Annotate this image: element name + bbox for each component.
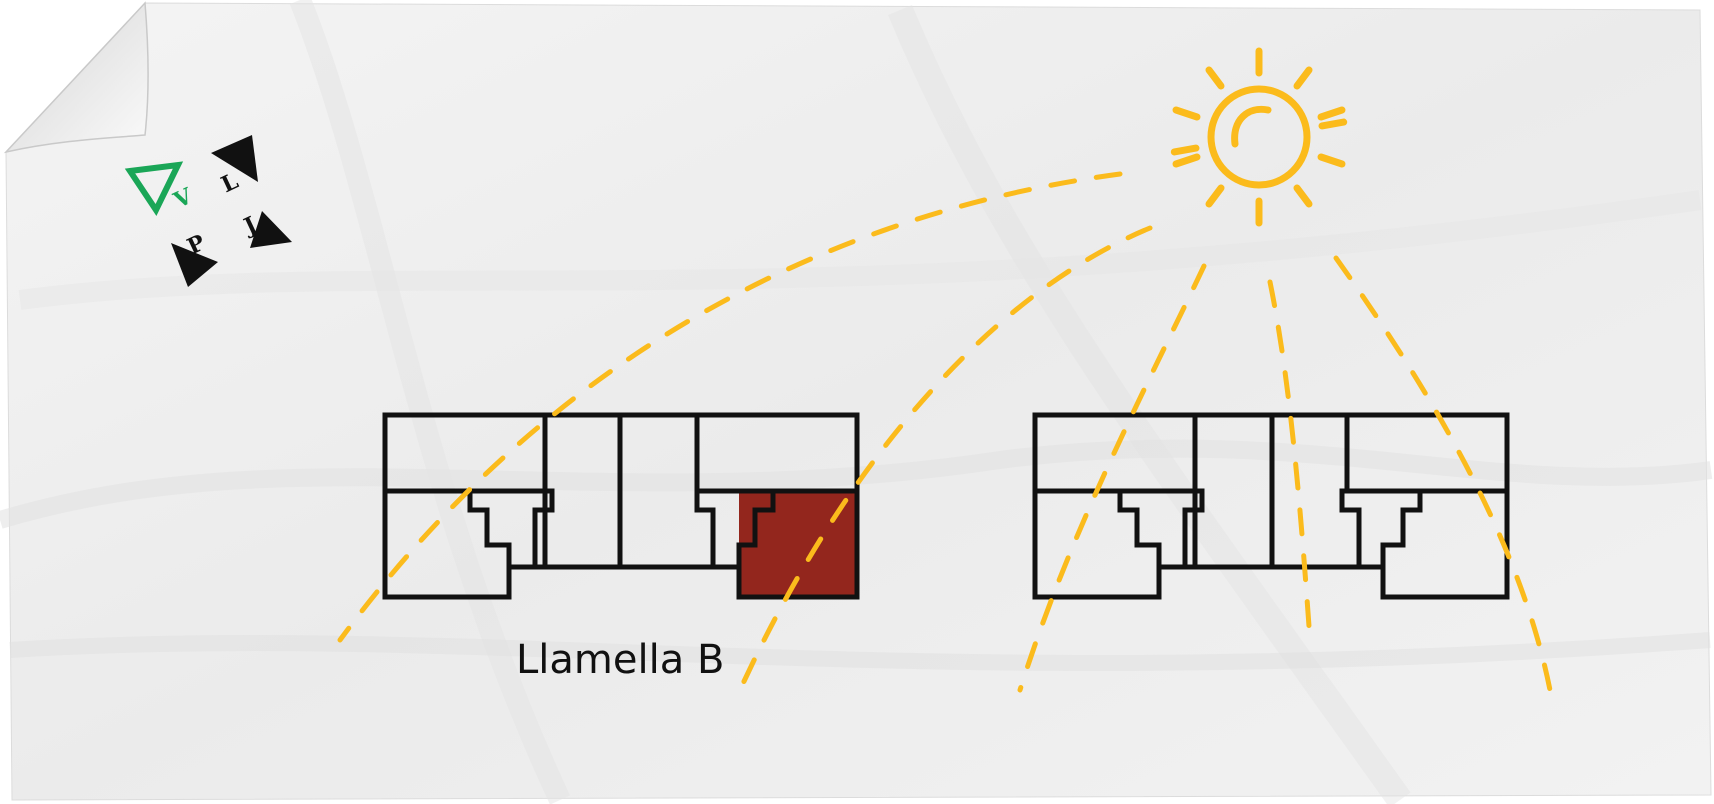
sun-ray-5 <box>1333 255 1553 693</box>
logo-triangle-top <box>211 135 258 182</box>
building-plan-right <box>1032 412 1510 600</box>
sun-ray-3 <box>1017 263 1207 693</box>
sun-icon <box>1170 47 1348 227</box>
logo-triangle-right <box>250 211 292 248</box>
sun-rays <box>337 171 1553 693</box>
sun-ray-1 <box>337 171 1123 643</box>
sun-ray-2 <box>737 225 1153 693</box>
logo-triangle-bottom <box>171 243 218 287</box>
building-label: Llamella B <box>516 637 724 683</box>
logo-triangle-green <box>124 161 184 217</box>
